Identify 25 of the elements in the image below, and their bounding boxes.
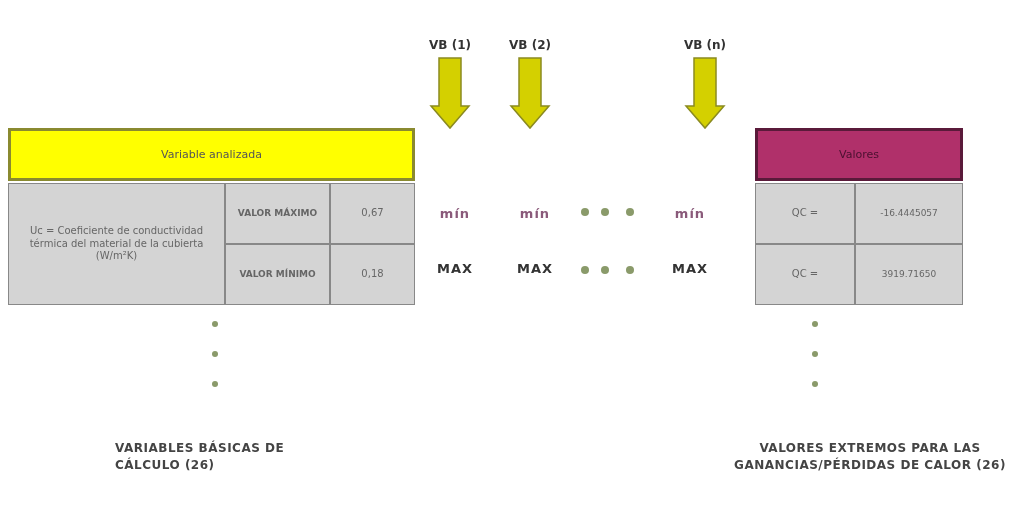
table-cell: Uc = Coeficiente de conductividad térmica del material de la cubierta (W/m²K) [8,183,225,305]
table-cell: 3919.71650 [855,244,963,305]
table-cell: -16.4445057 [855,183,963,244]
table-header: Valores [755,128,963,181]
variable-label: VB (2) [495,32,565,58]
caption-text: VARIABLES BÁSICAS DE CÁLCULO (26) [115,440,286,475]
caption-text: VALORES EXTREMOS PARA LAS GANANCIAS/PÉRDIDAS DE CALOR (26) [733,440,1007,475]
table-header: Variable analizada [8,128,415,181]
table-cell: QC = [755,244,855,305]
min-label: mín [438,204,472,223]
table-cell: VALOR MÍNIMO [225,244,330,305]
max-label: MAX [671,259,709,278]
table-cell: 0,18 [330,244,415,305]
variable-label: VB (n) [670,32,740,58]
down-arrow [429,57,471,130]
max-label: MAX [436,259,474,278]
down-arrow [684,57,726,130]
down-arrow [509,57,551,130]
max-label: MAX [516,259,554,278]
min-label: mín [673,204,707,223]
min-label: mín [518,204,552,223]
table-cell: 0,67 [330,183,415,244]
table-cell: QC = [755,183,855,244]
table-cell: VALOR MÁXIMO [225,183,330,244]
variable-label: VB (1) [415,32,485,58]
